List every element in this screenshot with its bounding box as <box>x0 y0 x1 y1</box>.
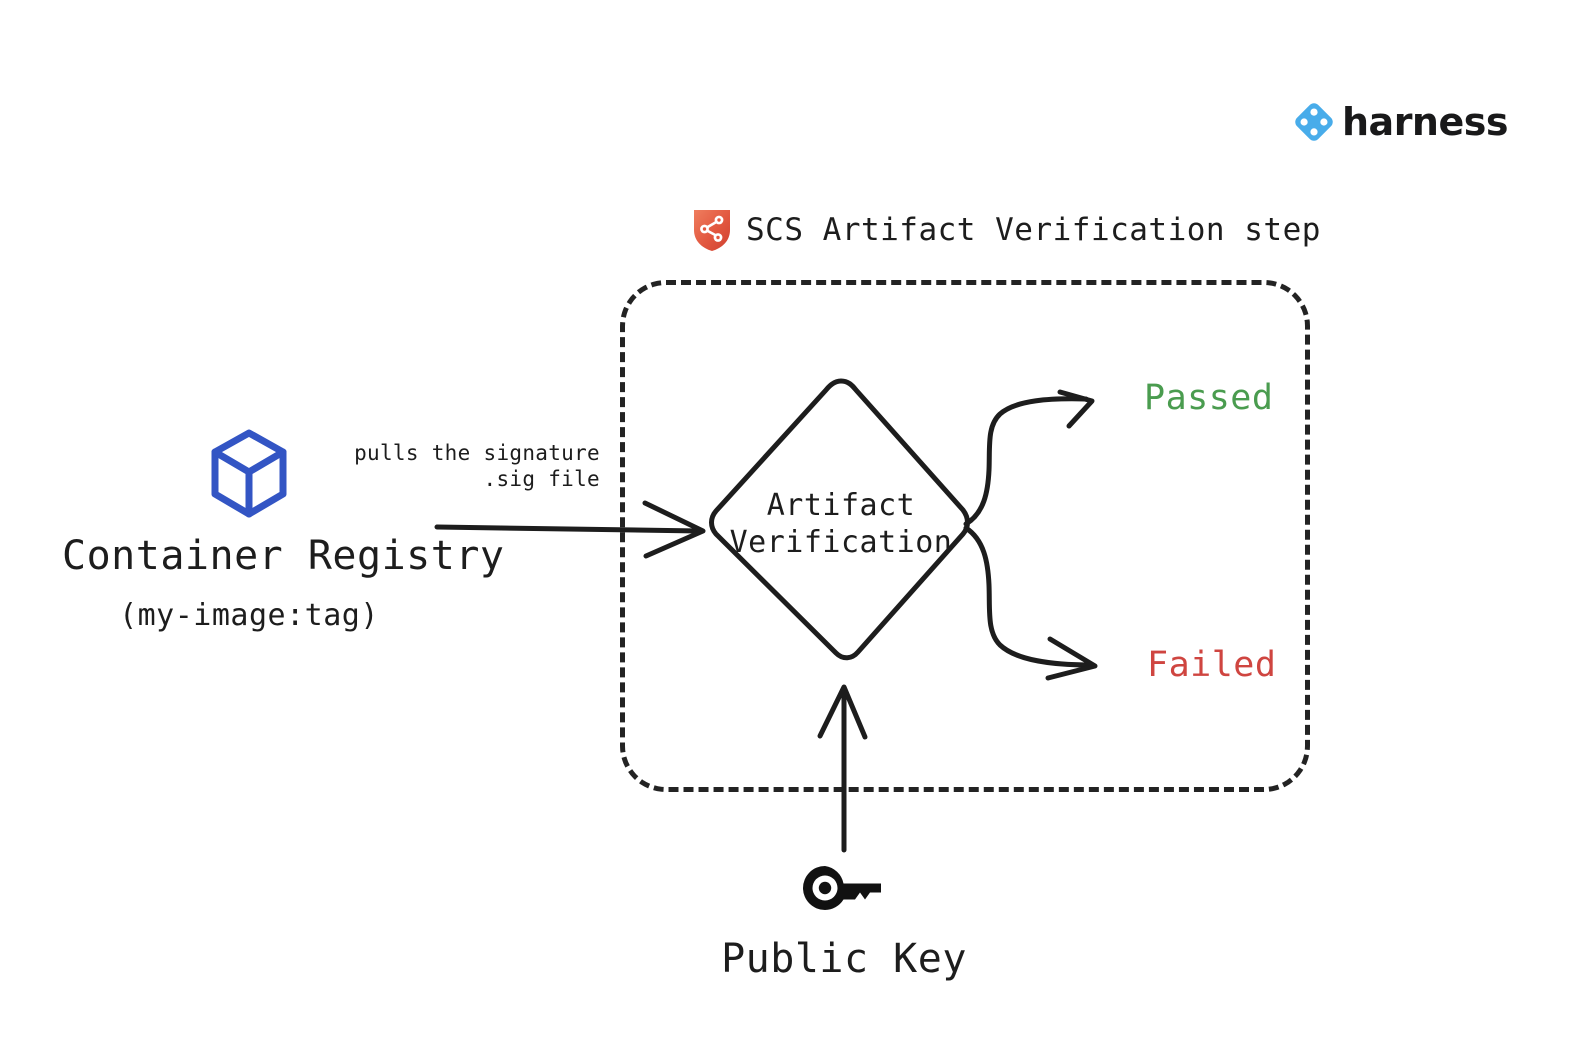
step-caption: SCS Artifact Verification step <box>692 208 1321 252</box>
step-boundary-box <box>620 280 1310 792</box>
harness-wordmark: harness <box>1342 100 1509 144</box>
container-registry-title: Container Registry <box>62 533 505 579</box>
pulls-signature-line-1: pulls the signature <box>354 441 600 465</box>
container-registry-subtitle: (my-image:tag) <box>119 598 379 633</box>
artifact-verification-label: Artifact Verification <box>700 488 982 561</box>
container-registry-node: Container Registry (my-image:tag) <box>62 428 505 633</box>
harness-logo: harness <box>1292 100 1509 144</box>
key-icon <box>803 866 881 910</box>
scs-shield-icon <box>694 210 730 251</box>
step-title: SCS Artifact Verification step <box>746 212 1321 248</box>
artifact-verification-line-2: Verification <box>729 524 953 560</box>
public-key-node: Public Key <box>700 862 988 982</box>
outcome-failed-label: Failed <box>1147 645 1277 685</box>
harness-diamond-logo-icon <box>1295 103 1333 141</box>
pulls-signature-edge-label: pulls the signature .sig file <box>300 440 600 493</box>
outcome-passed-label: Passed <box>1144 378 1274 418</box>
pulls-signature-line-2: .sig file <box>483 467 600 492</box>
container-cube-icon <box>211 429 287 518</box>
public-key-label: Public Key <box>721 936 967 982</box>
artifact-verification-line-1: Artifact <box>766 488 916 523</box>
